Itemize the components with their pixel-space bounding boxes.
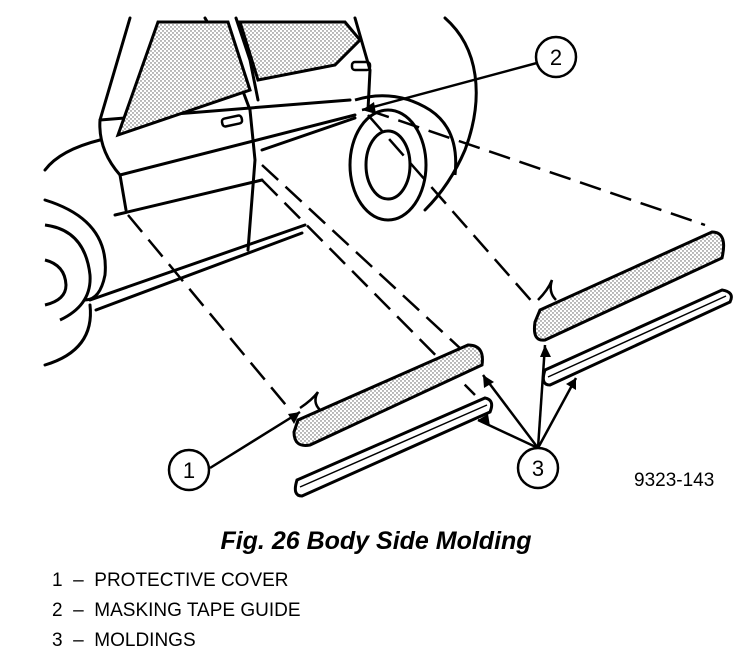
legend-item: 1 – PROTECTIVE COVER bbox=[52, 566, 301, 596]
callout-1-label: 1 bbox=[183, 458, 195, 483]
legend-item: 2 – MASKING TAPE GUIDE bbox=[52, 596, 301, 626]
molding-far-upper bbox=[533, 230, 726, 342]
legend-item: 3 – MOLDINGS bbox=[52, 626, 301, 656]
projection-lines bbox=[127, 108, 706, 411]
leader-2 bbox=[361, 58, 549, 112]
figure-caption: Fig. 26 Body Side Molding bbox=[220, 527, 532, 555]
molding-near-lower bbox=[293, 396, 494, 498]
figure-number: 9323-143 bbox=[634, 470, 715, 491]
leader-3c bbox=[536, 344, 547, 449]
legend-separator: – bbox=[73, 600, 84, 621]
legend-label: MOLDINGS bbox=[94, 630, 196, 651]
door-handle-rear bbox=[350, 60, 372, 72]
door-handle-front bbox=[220, 114, 244, 128]
callout-3: 3 bbox=[516, 446, 560, 490]
protective-cover-tab bbox=[299, 391, 321, 411]
front-window bbox=[115, 20, 252, 138]
rear-wheel bbox=[348, 94, 458, 222]
rear-window bbox=[237, 20, 363, 82]
molding-near-upper bbox=[292, 343, 484, 447]
legend-separator: – bbox=[73, 570, 84, 591]
protective-cover-tab-far bbox=[537, 279, 557, 301]
front-wheel bbox=[44, 223, 92, 322]
legend-label: PROTECTIVE COVER bbox=[94, 570, 289, 591]
legend-number: 1 bbox=[52, 570, 63, 591]
legend-label: MASKING TAPE GUIDE bbox=[94, 600, 301, 621]
legend-number: 3 bbox=[52, 630, 63, 651]
legend-separator: – bbox=[73, 630, 84, 651]
callout-1: 1 bbox=[167, 448, 211, 492]
legend: 1 – PROTECTIVE COVER 2 – MASKING TAPE GU… bbox=[52, 566, 301, 656]
leader-arrowheads bbox=[288, 102, 576, 426]
callout-3-label: 3 bbox=[532, 456, 544, 481]
vehicle-body bbox=[43, 16, 478, 367]
legend-number: 2 bbox=[52, 600, 63, 621]
leader-1 bbox=[209, 410, 301, 470]
body-side-molding-illustration: 1 2 3 bbox=[43, 16, 733, 498]
leader-3a bbox=[482, 374, 539, 449]
callout-2: 2 bbox=[534, 35, 578, 79]
callout-2-label: 2 bbox=[550, 45, 562, 70]
leader-3d bbox=[536, 377, 578, 449]
